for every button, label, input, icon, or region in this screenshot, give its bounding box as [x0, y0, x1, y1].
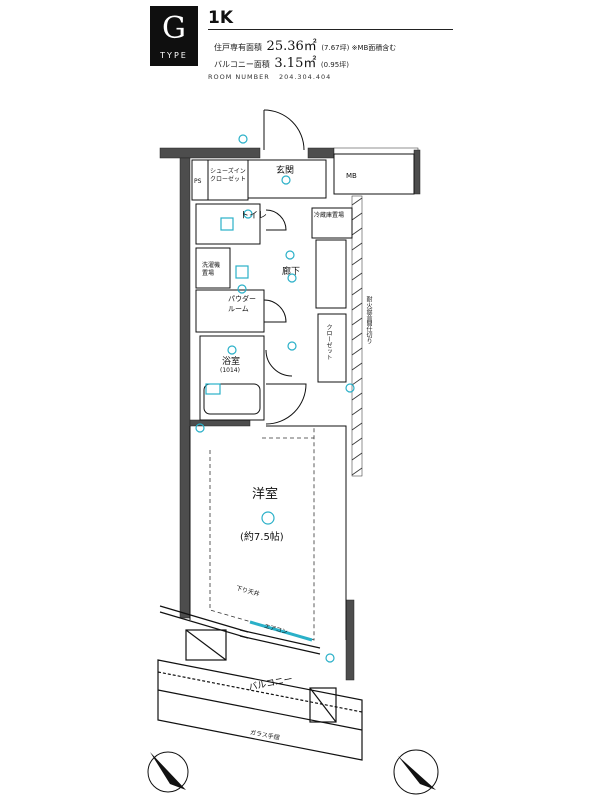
western-room-label: 洋室	[252, 487, 279, 502]
symbol-entry-light	[238, 134, 248, 144]
powder-door	[263, 299, 287, 323]
symbol-laundry-fan	[235, 265, 249, 279]
symbol-corridor-light-2	[287, 273, 297, 283]
interior-lines	[189, 153, 415, 640]
toilet-door	[265, 209, 287, 231]
balcony-value: 3.15㎡	[274, 56, 317, 71]
shoe-closet-label: シューズイン クローゼット	[210, 168, 247, 183]
corridor-label: 廊下	[282, 267, 301, 277]
left-wall	[179, 157, 191, 619]
plan-type-title: 1K	[208, 8, 234, 28]
area-spec: 住戸専有面積 25.36㎡ (7.67坪) ※MB面積含む	[214, 35, 396, 54]
laundry-box	[195, 247, 231, 289]
bath-bottom-wall	[189, 419, 251, 427]
balcony-area	[157, 605, 363, 761]
bathroom-label: 浴室	[222, 357, 241, 367]
equipment-symbols	[195, 134, 355, 663]
right-wall-lower	[345, 599, 355, 681]
window-line-2	[159, 611, 249, 639]
mb-box	[333, 153, 415, 195]
type-badge: G TYPE	[150, 6, 198, 66]
symbol-bath-light	[227, 345, 237, 355]
top-wall-left	[159, 147, 261, 159]
fire-wall-hatch	[351, 197, 363, 476]
symbol-toilet-fan	[220, 217, 234, 231]
mb-top	[333, 147, 419, 155]
top-wall-mid	[307, 147, 335, 159]
symbol-room-light	[287, 341, 297, 351]
closet-label: クローゼット	[325, 324, 332, 360]
toilet-label: トイレ	[240, 211, 268, 221]
type-word: TYPE	[160, 51, 188, 60]
toilet-box	[195, 203, 261, 245]
closet-box	[317, 313, 347, 383]
bathroom-box	[199, 335, 265, 421]
balcony-spec: バルコニー面積 3.15㎡ (0.95坪)	[214, 52, 349, 71]
balcony-label: バルコニー面積	[214, 60, 270, 69]
room-door	[265, 383, 307, 425]
area-note: (7.67坪) ※MB面積含む	[321, 44, 397, 52]
header-divider	[208, 29, 453, 30]
powder-room-label: パウダー ルーム	[228, 295, 256, 313]
room-number-value: 204.304.404	[278, 73, 332, 81]
bathroom-size: (1014)	[220, 367, 240, 374]
symbol-outlet-2	[345, 383, 355, 393]
room-number-label: ROOM NUMBER	[208, 73, 270, 81]
symbol-corridor-light	[285, 250, 295, 260]
area-label: 住戸専有面積	[214, 43, 262, 52]
fire-wall-label: 耐火遮音間仕切り	[365, 296, 372, 344]
western-room-size: (約7.5帖)	[240, 532, 284, 543]
fridge-label: 冷蔵庫置場	[314, 212, 345, 219]
symbol-entrance-light	[281, 175, 291, 185]
symbol-toilet-light	[243, 209, 253, 219]
laundry-label: 洗濯機 置場	[202, 262, 221, 277]
symbol-outlet-1	[195, 423, 205, 433]
doors	[263, 109, 307, 425]
dropped-ceiling-lines	[209, 426, 315, 641]
fridge-space	[311, 207, 353, 239]
type-letter: G	[162, 11, 186, 46]
powder-room-box	[195, 289, 265, 333]
symbol-balcony-outlet	[325, 653, 335, 663]
outdoor-unit-x	[185, 629, 227, 661]
ps-label: PS	[194, 178, 202, 185]
glass-rail-line	[157, 689, 363, 731]
bathtub	[203, 383, 261, 415]
mb-label: MB	[346, 172, 357, 180]
ps-balcony	[309, 687, 337, 723]
room-right-edge	[266, 425, 347, 640]
ps-balcony-x	[309, 687, 337, 723]
area-value: 25.36㎡	[266, 39, 317, 54]
entry-door-swing	[263, 109, 305, 151]
sash-line-2	[239, 635, 321, 655]
entrance-label: 玄関	[276, 166, 295, 176]
symbol-powder-light	[237, 284, 247, 294]
sash-line	[239, 629, 321, 649]
balcony-outline	[157, 659, 363, 761]
mb-right-wall	[413, 149, 421, 195]
kitchen-counter	[315, 239, 347, 309]
symbol-room-ceiling-light	[261, 511, 275, 525]
window-line-1	[159, 605, 249, 633]
walls	[159, 147, 421, 681]
outdoor-unit	[185, 629, 227, 661]
balcony-note: (0.95坪)	[320, 61, 349, 69]
bath-door	[265, 349, 293, 377]
room-number: ROOM NUMBER 204.304.404	[208, 73, 331, 81]
north-arrows	[147, 749, 439, 795]
symbol-bath-panel	[205, 383, 221, 395]
entrance-box	[247, 159, 327, 199]
fire-wall	[351, 195, 363, 477]
symbol-aircon	[249, 620, 313, 642]
